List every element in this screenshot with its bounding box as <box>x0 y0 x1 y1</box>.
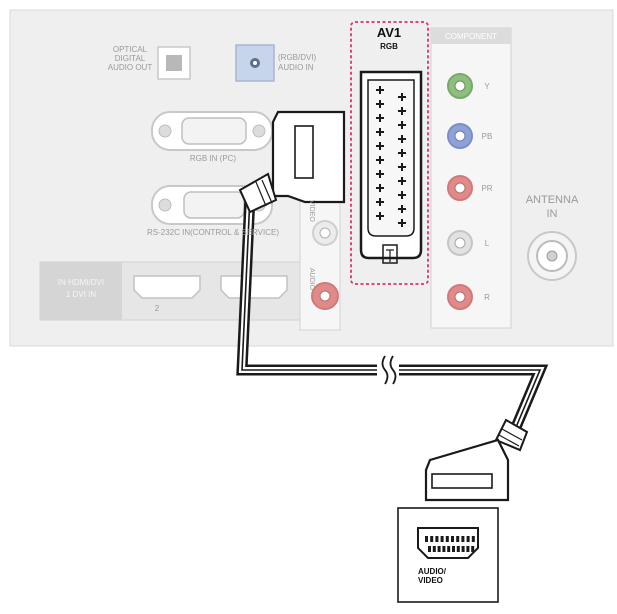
device-scart-pin <box>461 546 465 552</box>
component-port-label-y: Y <box>484 82 490 91</box>
device-scart-pin <box>428 546 431 552</box>
device-scart-pin <box>471 536 475 542</box>
device-scart-pin <box>456 536 460 542</box>
device-scart-pin <box>461 536 465 542</box>
device-scart-pin <box>466 536 470 542</box>
lower-scart-plug <box>424 418 529 502</box>
rgb-dvi-audio-in-jack <box>235 44 275 82</box>
device-label-line-1: AUDIO/ <box>418 567 446 576</box>
video-vertical-label: VIDEO <box>308 200 315 222</box>
rgbdvi-label-line-2: AUDIO IN <box>278 63 314 72</box>
av1-scart-pins <box>376 86 406 227</box>
hdmi-port-number: 2 <box>154 304 160 313</box>
rgb-in-pc-port <box>151 111 273 151</box>
device-scart-pin <box>456 546 460 552</box>
av1-scart-symbol <box>382 244 398 264</box>
optical-label-line-3: AUDIO OUT <box>107 63 153 72</box>
hdmi-port-group <box>39 261 316 321</box>
device-scart-pin <box>452 546 455 552</box>
audio-vertical-label: AUDIO <box>308 268 315 291</box>
cable-break-symbol <box>377 355 399 385</box>
device-scart-pin <box>466 546 470 552</box>
component-port-label-pb: PB <box>481 132 493 141</box>
hdmi-label-line-2: 1 DVI IN <box>65 290 97 299</box>
audio-red-jack <box>311 282 339 310</box>
av1-rgb-label: RGB <box>380 42 398 51</box>
antenna-label-line-2: IN <box>546 208 558 220</box>
device-scart-pin <box>447 546 451 552</box>
optical-label-line-1: OPTICAL <box>112 45 148 54</box>
av-audio-strip <box>299 194 341 331</box>
device-scart-pin <box>432 546 436 552</box>
rs232c-label: RS-232C IN(CONTROL & SERVICE) <box>146 228 280 237</box>
device-scart-pin <box>471 546 475 552</box>
device-scart-socket <box>417 527 479 559</box>
upper-scart-plug <box>238 110 346 214</box>
component-jack-r-red <box>447 284 473 310</box>
rs232c-port <box>151 185 273 225</box>
audio-white-jack <box>312 220 338 246</box>
optical-label-line-2: DIGITAL <box>114 54 146 63</box>
device-scart-pin <box>440 536 444 542</box>
av1-highlight-frame <box>350 21 429 285</box>
external-av-device <box>397 507 499 603</box>
device-scart-pin <box>430 536 434 542</box>
component-jack-y-green <box>447 73 473 99</box>
component-port-label-pr: PR <box>481 184 493 193</box>
component-jack-pb-blue <box>447 123 473 149</box>
component-jack-l-white <box>447 230 473 256</box>
component-label: COMPONENT <box>445 32 497 41</box>
antenna-label-line-1: ANTENNA <box>525 194 579 206</box>
component-port-label-l: L <box>484 239 490 248</box>
hdmi-port-1 <box>220 275 288 299</box>
device-scart-pin <box>437 546 441 552</box>
rgb-in-pc-label: RGB IN (PC) <box>189 154 237 163</box>
device-scart-pin <box>445 536 449 542</box>
av1-label: AV1 <box>376 25 402 40</box>
component-port-label-r: R <box>484 293 490 302</box>
device-scart-pin <box>435 536 439 542</box>
rgbdvi-label-line-1: (RGB/DVI) <box>278 53 317 62</box>
device-scart-pin <box>425 536 428 542</box>
hdmi-label-line-1: IN HDMI/DVI <box>57 278 105 287</box>
device-scart-pin <box>451 536 454 542</box>
component-jack-pr-red <box>447 175 473 201</box>
device-label-line-2: VIDEO <box>418 576 443 585</box>
component-panel <box>430 27 512 329</box>
optical-audio-out-port <box>157 46 191 80</box>
hdmi-port-2 <box>133 275 201 299</box>
av1-scart-socket <box>359 70 423 264</box>
antenna-in-jack <box>527 231 577 281</box>
device-scart-pin <box>442 546 446 552</box>
